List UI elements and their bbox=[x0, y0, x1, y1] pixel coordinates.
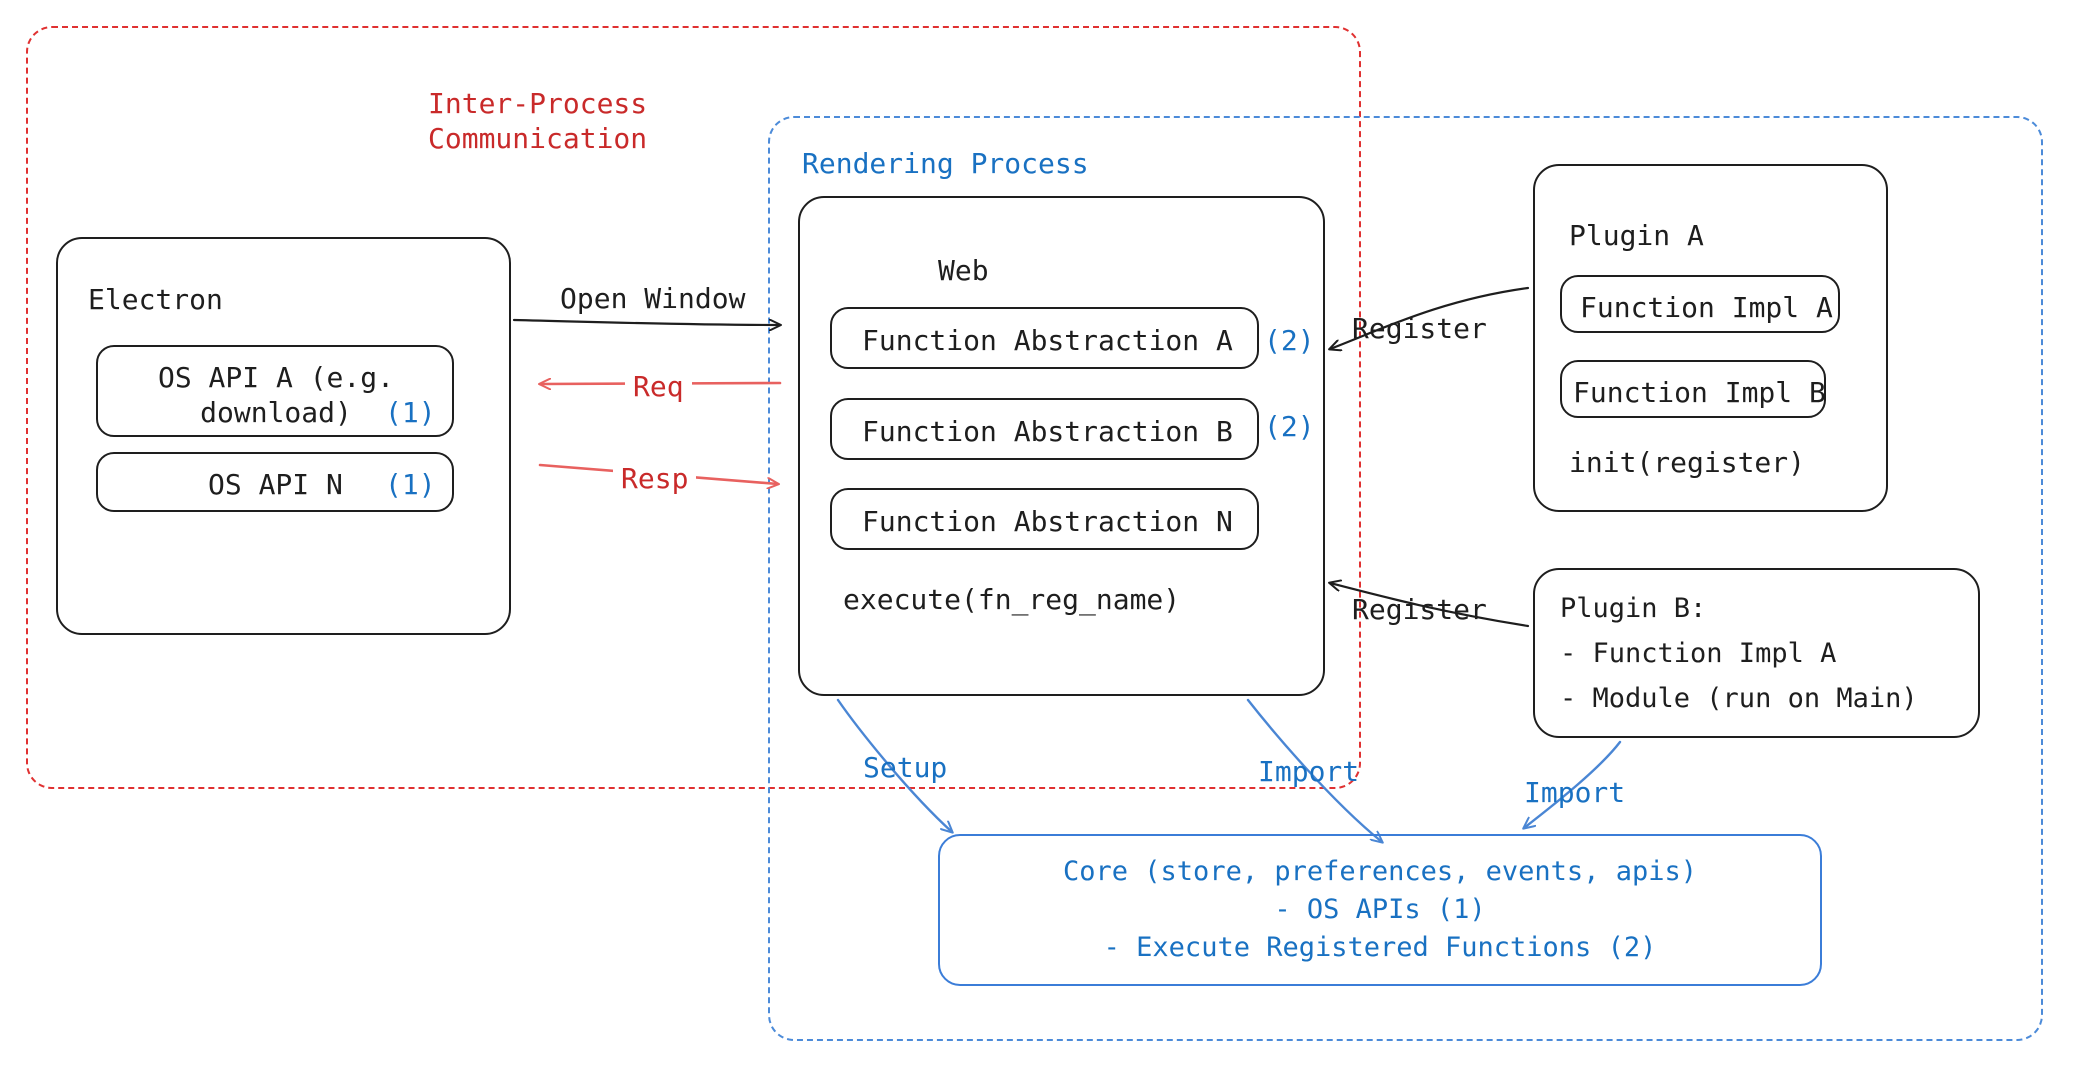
import-web-label: Import bbox=[1258, 755, 1360, 788]
web-box[interactable] bbox=[798, 196, 1325, 696]
web-title: Web bbox=[938, 254, 989, 287]
os-api-n-label: OS API N bbox=[208, 468, 343, 501]
function-abstraction-a-label: Function Abstraction A bbox=[862, 324, 1233, 357]
os-api-a-box[interactable] bbox=[96, 345, 454, 437]
open-window-label: Open Window bbox=[560, 282, 746, 315]
function-abstraction-a-box[interactable] bbox=[830, 307, 1259, 369]
rendering-process-label: Rendering Process bbox=[802, 147, 1089, 180]
plugin-b-line-0: Plugin B: bbox=[1560, 593, 1707, 624]
function-abstraction-b-box[interactable] bbox=[830, 398, 1259, 460]
os-api-n-box[interactable] bbox=[96, 452, 454, 512]
function-abstraction-b-label: Function Abstraction B bbox=[862, 415, 1233, 448]
os-api-a-tag: (1) bbox=[385, 396, 436, 429]
os-api-n-tag: (1) bbox=[385, 468, 436, 501]
function-abstraction-n-box[interactable] bbox=[830, 488, 1259, 550]
os-api-a-label: OS API A (e.g.download) bbox=[157, 361, 394, 430]
import-plugin-b-label: Import bbox=[1524, 776, 1626, 809]
plugin-a-impl-b-box[interactable] bbox=[1560, 360, 1826, 418]
resp-label: Resp bbox=[613, 461, 697, 497]
plugin-a-impl-a-box[interactable] bbox=[1560, 275, 1840, 333]
plugin-b-box[interactable] bbox=[1533, 568, 1980, 738]
plugin-b-line-1: - Function Impl A bbox=[1560, 638, 1837, 669]
plugin-a-init-label: init(register) bbox=[1569, 446, 1806, 479]
plugin-a-impl-b-label: Function Impl B bbox=[1573, 376, 1826, 409]
register-a-label: Register bbox=[1352, 312, 1487, 345]
setup-label: Setup bbox=[863, 751, 948, 784]
plugin-b-line-2: - Module (run on Main) bbox=[1560, 683, 1918, 714]
plugin-a-title: Plugin A bbox=[1569, 219, 1704, 252]
function-abstraction-n-label: Function Abstraction N bbox=[862, 505, 1233, 538]
register-b-label: Register bbox=[1352, 593, 1487, 626]
req-label: Req bbox=[625, 369, 692, 405]
plugin-a-impl-a-label: Function Impl A bbox=[1580, 291, 1833, 324]
function-abstraction-a-tag: (2) bbox=[1264, 324, 1315, 357]
core-line-1: - OS APIs (1) bbox=[1274, 893, 1486, 925]
ipc-boundary bbox=[26, 26, 1361, 789]
core-line-2: - Execute Registered Functions (2) bbox=[1103, 932, 1657, 964]
rendering-process-boundary bbox=[768, 116, 2043, 1041]
web-execute-label: execute(fn_reg_name) bbox=[843, 583, 1181, 616]
core-box[interactable]: Core (store, preferences, events, apis) … bbox=[938, 834, 1822, 986]
core-line-0: Core (store, preferences, events, apis) bbox=[1063, 855, 1697, 887]
electron-box[interactable] bbox=[56, 237, 511, 635]
electron-title: Electron bbox=[88, 283, 223, 316]
function-abstraction-b-tag: (2) bbox=[1264, 410, 1315, 443]
plugin-a-box[interactable] bbox=[1533, 164, 1888, 512]
